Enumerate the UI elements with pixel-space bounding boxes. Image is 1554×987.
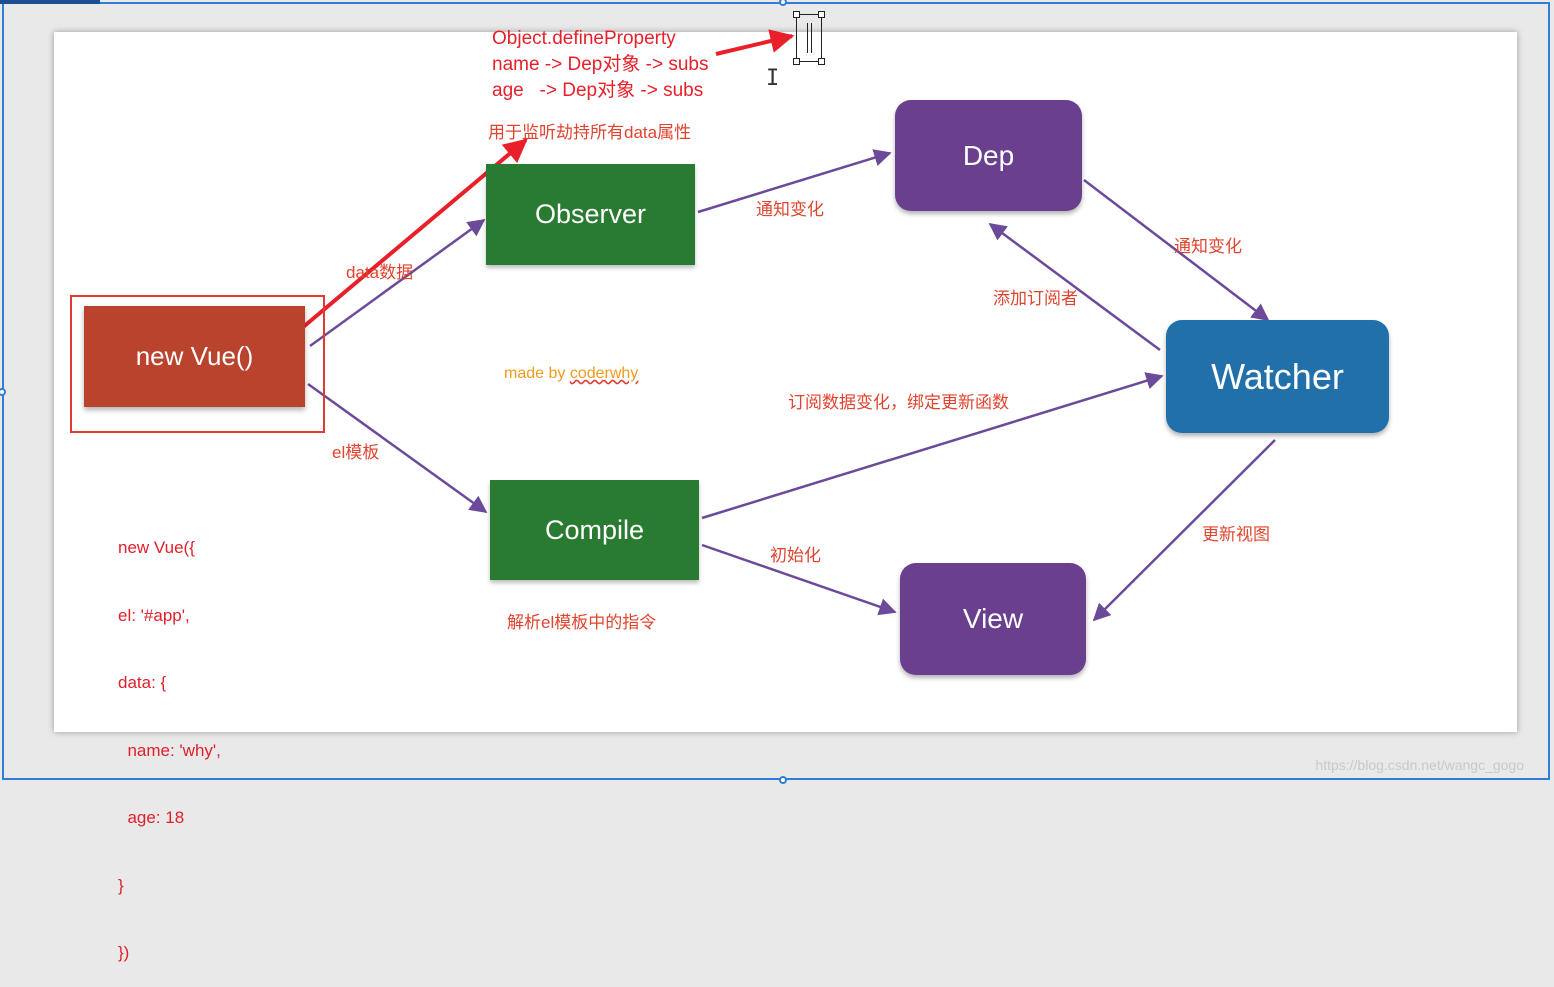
- annotation-observer-desc: 用于监听劫持所有data属性: [488, 123, 692, 142]
- annotation-define-property: Object.defineProperty: [492, 28, 676, 49]
- node-view[interactable]: View: [900, 563, 1086, 675]
- code-line: data: {: [118, 673, 167, 692]
- made-by-name: coderwhy: [569, 365, 639, 382]
- code-line: }): [118, 943, 130, 962]
- diagram-arrows: [300, 29, 1276, 622]
- node-observer[interactable]: Observer: [486, 164, 695, 265]
- arrow-observer-dep: [697, 149, 892, 214]
- code-line: new Vue({: [118, 538, 195, 557]
- label-init: 初始化: [770, 546, 821, 565]
- arrow-dep-watcher: [1083, 179, 1270, 322]
- arrow-watcher-dep: [988, 222, 1161, 352]
- resize-handle-top[interactable]: [779, 0, 787, 6]
- code-line: el: '#app',: [118, 605, 190, 625]
- watermark: https://blog.csdn.net/wangc_gogo: [1315, 757, 1524, 773]
- arrow-compile-view: [701, 543, 897, 616]
- code-line: name: 'why',: [118, 740, 221, 760]
- code-line: age: 18: [118, 808, 185, 827]
- made-by-prefix: made by: [504, 365, 570, 382]
- node-new-vue[interactable]: new Vue(): [84, 306, 305, 407]
- label-data: data数据: [346, 263, 414, 282]
- resize-handle-bottom[interactable]: [779, 776, 787, 784]
- code-snippet: new Vue({ el: '#app', data: { name: 'why…: [118, 492, 221, 987]
- ibeam-cursor-icon: I: [766, 66, 780, 91]
- label-notify-observer-dep: 通知变化: [756, 200, 824, 219]
- arrow-compile-watcher: [701, 372, 1164, 520]
- code-line: }: [118, 875, 124, 895]
- node-watcher[interactable]: Watcher: [1166, 320, 1389, 433]
- red-arrow-textbox: [715, 29, 795, 56]
- resize-handle-left[interactable]: [0, 388, 6, 396]
- made-by-credit: made by coderwhy: [504, 365, 638, 383]
- annotation-age-line: age -> Dep对象 -> subs: [492, 80, 704, 101]
- vue-highlight-box: [70, 295, 325, 433]
- label-el: el模板: [332, 443, 380, 462]
- arrow-vue-compile: [307, 382, 488, 514]
- text-caret-icon: [807, 23, 812, 53]
- annotation-name-line: name -> Dep对象 -> subs: [492, 54, 709, 75]
- arrow-vue-observer: [309, 218, 486, 348]
- arrow-watcher-view: [1092, 439, 1276, 622]
- label-notify-dep-watcher: 通知变化: [1174, 237, 1242, 256]
- label-update-view: 更新视图: [1202, 525, 1270, 544]
- annotation-compile-desc: 解析el模板中的指令: [507, 613, 657, 632]
- label-add-subscriber: 添加订阅者: [993, 289, 1078, 308]
- node-dep[interactable]: Dep: [895, 100, 1082, 211]
- label-subscribe: 订阅数据变化，绑定更新函数: [788, 393, 1009, 412]
- text-box-selection[interactable]: [793, 11, 825, 65]
- window-tab[interactable]: [0, 0, 100, 4]
- node-compile[interactable]: Compile: [490, 480, 699, 580]
